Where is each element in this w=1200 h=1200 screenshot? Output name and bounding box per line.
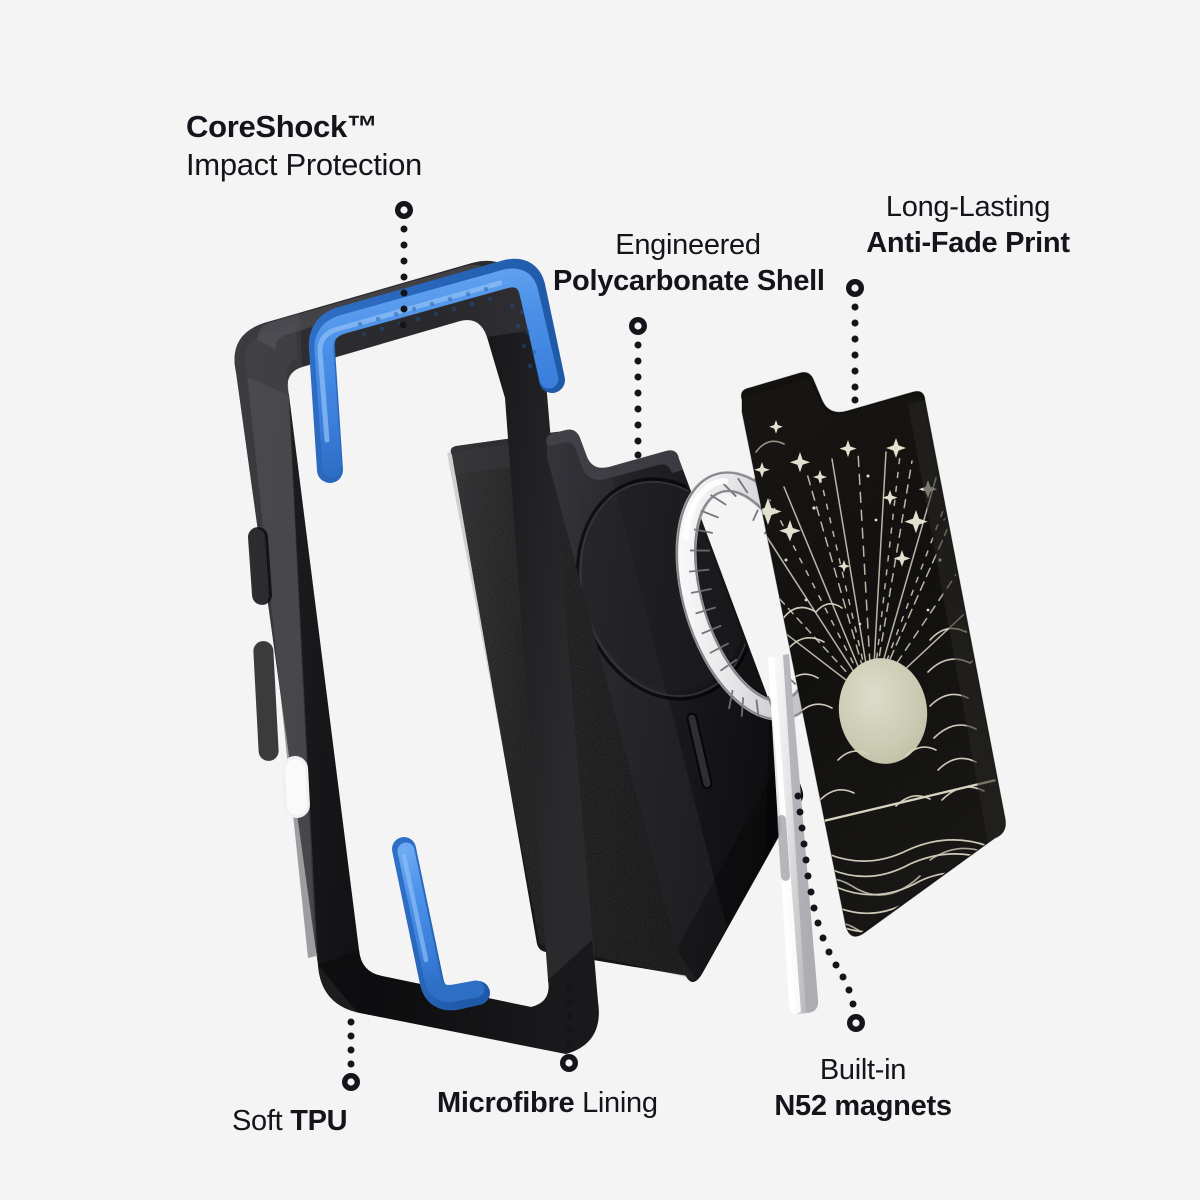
tpu-blue-accent-bottom (392, 837, 490, 1011)
leader-n52 (794, 792, 865, 1032)
callout-n52-magnets: Built-in N52 magnets (751, 1053, 975, 1125)
leader-tpu (342, 1018, 360, 1091)
callout-n52-line1: Built-in (819, 1054, 907, 1086)
callout-n52-line2: N52 magnets (774, 1089, 952, 1122)
callout-coreshock: CoreShock™ Impact Protection (186, 108, 422, 185)
callout-polycarbonate-line1: Engineered (615, 229, 761, 261)
alignment-slot (686, 712, 713, 790)
layer-tpu-bumper (234, 258, 599, 1055)
volume-buttons (247, 527, 279, 761)
callout-tpu-line2: TPU (290, 1105, 348, 1137)
callout-microfibre-lining: Microfibre Lining (437, 1086, 658, 1122)
callout-soft-tpu: Soft TPU (232, 1104, 348, 1140)
callout-polycarbonate-line2: Polycarbonate Shell (553, 264, 825, 297)
leader-microfibre (560, 984, 578, 1072)
leader-antifade (846, 279, 864, 404)
leader-polycarbonate (629, 317, 647, 459)
callout-polycarbonate-shell: Engineered Polycarbonate Shell (553, 228, 825, 300)
leader-coreshock (395, 201, 413, 329)
callout-coreshock-line1: CoreShock™ (186, 109, 378, 144)
magnet-strip (768, 654, 819, 1014)
callout-microfibre-line2: Lining (574, 1087, 658, 1119)
callout-coreshock-line2: Impact Protection (186, 147, 422, 183)
callout-anti-fade-print: Long-Lasting Anti-Fade Print (838, 190, 1098, 262)
callout-antifade-line1: Long-Lasting (885, 191, 1051, 223)
tpu-blue-accent-top (308, 258, 565, 483)
mute-switch-cutout (282, 756, 310, 818)
callout-tpu-line1: Soft (232, 1105, 291, 1137)
callout-microfibre-line1: Microfibre (437, 1087, 575, 1119)
callout-antifade-line2: Anti-Fade Print (866, 226, 1070, 259)
